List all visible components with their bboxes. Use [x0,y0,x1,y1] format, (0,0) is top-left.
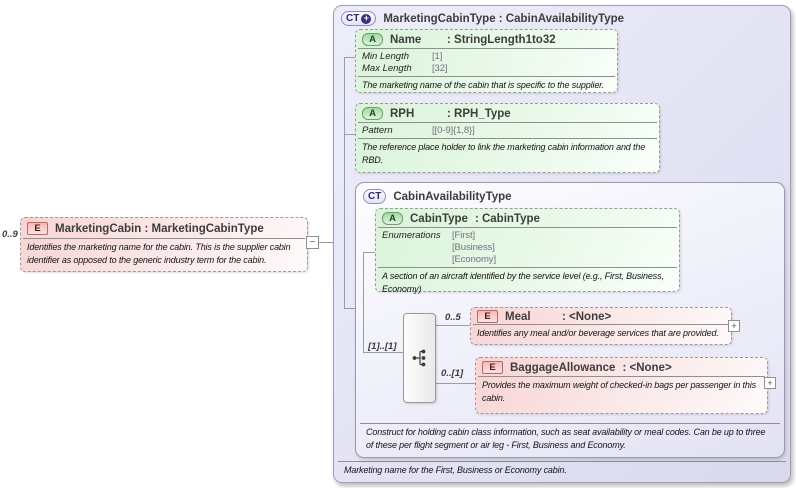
cabinavailabilitytype-description: Construct for holding cabin class inform… [366,427,766,450]
name-facets: Min Length [1] Max Length [32] [356,49,617,76]
baggage-cardinality: 0..[1] [441,368,464,379]
facet-label-spacer [382,254,452,266]
connector-stub-name [344,57,356,58]
element-badge-icon: E [482,361,503,374]
rph-attribute-header[interactable]: A RPH : RPH_Type [356,104,659,122]
cabinavailabilitytype-description-block: Construct for holding cabin class inform… [360,423,780,453]
complex-type-badge-icon: CT + [341,11,377,26]
name-attribute-header[interactable]: A Name : StringLength1to32 [356,30,617,48]
marketingcabin-description: Identifies the marketing name for the ca… [27,242,291,265]
rph-attribute-type: : RPH_Type [447,107,511,120]
facet-label: Pattern [362,125,393,136]
facet-label: Min Length [362,51,410,62]
facet-value: [32] [432,63,448,74]
cabinavailabilitytype-title: CabinAvailabilityType [393,190,512,203]
divider [478,376,765,377]
cabintype-enumerations: Enumerations [First] [Business] [Economy… [376,228,679,267]
connector-stub-sequence [363,352,404,353]
divider [378,227,677,228]
ct-badge-label: CT [346,13,360,24]
name-attribute-box[interactable]: A Name : StringLength1to32 Min Length [1… [355,29,618,93]
divider [358,76,615,77]
sequence-icon [412,349,425,367]
baggageallowance-description: Provides the maximum weight of checked-i… [482,380,756,403]
baggageallowance-name: BaggageAllowance [510,361,616,374]
element-badge-icon: E [477,310,498,323]
marketingcabintype-description-block: Marketing name for the First, Business o… [338,460,786,479]
inner-connector-line [363,252,364,353]
baggageallowance-header[interactable]: E BaggageAllowance : <None> [476,358,767,376]
rph-facets: Pattern [[0-9]{1,8}] [356,123,659,138]
enumeration-value: [Economy] [452,254,496,265]
divider [23,238,305,239]
name-attribute-description: The marketing name of the cabin that is … [362,80,605,90]
name-attribute-type: : StringLength1to32 [447,33,556,46]
marketingcabin-type: : MarketingCabinType [144,222,264,235]
divider [378,267,677,268]
facet-value: [[0-9]{1,8}] [432,125,475,136]
baggageallowance-type: : <None> [622,361,672,374]
sequence-compositor-box[interactable] [403,313,436,403]
marketingcabintype-description: Marketing name for the First, Business o… [344,464,567,475]
connector-stub-innertype [344,308,356,309]
marketingcabin-name: MarketingCabin [55,222,142,235]
attribute-connector-line [344,57,345,309]
connector-stub-rph [344,134,356,135]
divider [358,138,657,139]
connector-stub-baggage [435,383,476,384]
cabintype-attribute-box[interactable]: A CabinType : CabinType Enumerations [Fi… [375,208,680,294]
marketingcabin-header[interactable]: E MarketingCabin : MarketingCabinType [21,218,307,238]
enumeration-value: [First] [452,230,476,241]
complex-type-badge-icon: CT [363,189,387,204]
marketingcabintype-title: MarketingCabinType : CabinAvailabilityTy… [383,12,625,25]
cabintype-attribute-description: A section of an aircraft identified by t… [382,271,664,294]
meal-cardinality: 0..5 [445,312,461,323]
rph-attribute-description: The reference place holder to link the m… [362,142,646,165]
marketingcabin-element-box[interactable]: E MarketingCabin : MarketingCabinType Id… [20,217,308,272]
connector-stub-meal [435,325,471,326]
meal-expand-button[interactable]: + [728,320,740,332]
meal-element-box[interactable]: E Meal : <None> Identifies any meal and/… [470,307,732,345]
connector-stub-cabintype [363,252,376,253]
rph-attribute-name: RPH [390,107,415,120]
rph-attribute-box[interactable]: A RPH : RPH_Type Pattern [[0-9]{1,8}] Th… [355,103,660,173]
marketingcabintype-header[interactable]: CT + MarketingCabinType : CabinAvailabil… [334,6,790,28]
facet-value: [1] [432,51,443,62]
facet-label: Enumerations [382,230,441,241]
collapse-button[interactable]: − [306,236,319,249]
divider [358,122,657,123]
facet-label-spacer [382,242,452,254]
attribute-badge-icon: A [362,107,383,120]
divider [473,324,729,325]
meal-type: : <None> [562,310,612,323]
ct-plus-icon: + [361,13,372,24]
facet-label: Max Length [362,63,412,74]
element-badge-icon: E [27,222,48,235]
meal-description: Identifies any meal and/or beverage serv… [477,328,719,338]
baggageallowance-element-box[interactable]: E BaggageAllowance : <None> Provides the… [475,357,768,414]
divider [358,48,615,49]
baggageallowance-expand-button[interactable]: + [764,377,776,389]
enumeration-value: [Business] [452,242,495,253]
sequence-cardinality: [1]..[1] [368,341,397,352]
meal-header[interactable]: E Meal : <None> [471,308,731,324]
attribute-badge-icon: A [382,212,403,225]
root-element-cardinality: 0..9 [2,229,18,240]
connector-line [318,242,334,243]
meal-name: Meal [505,310,531,323]
cabintype-attribute-name: CabinType [410,212,468,225]
cabinavailabilitytype-header[interactable]: CT CabinAvailabilityType [356,183,784,206]
attribute-badge-icon: A [362,33,383,46]
cabintype-attribute-header[interactable]: A CabinType : CabinType [376,209,679,227]
cabintype-attribute-type: : CabinType [474,212,540,225]
name-attribute-name: Name [390,33,422,46]
